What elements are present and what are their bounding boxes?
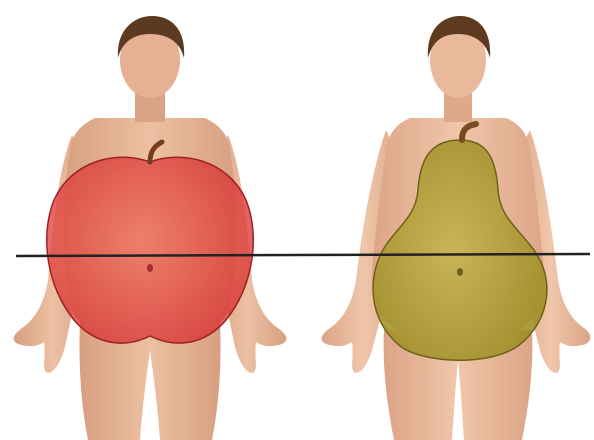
right-figure-navel <box>457 268 463 276</box>
apple-figure <box>14 16 287 440</box>
pear-figure <box>322 16 591 440</box>
apple-overlay <box>47 157 254 343</box>
left-figure-navel <box>147 264 153 272</box>
